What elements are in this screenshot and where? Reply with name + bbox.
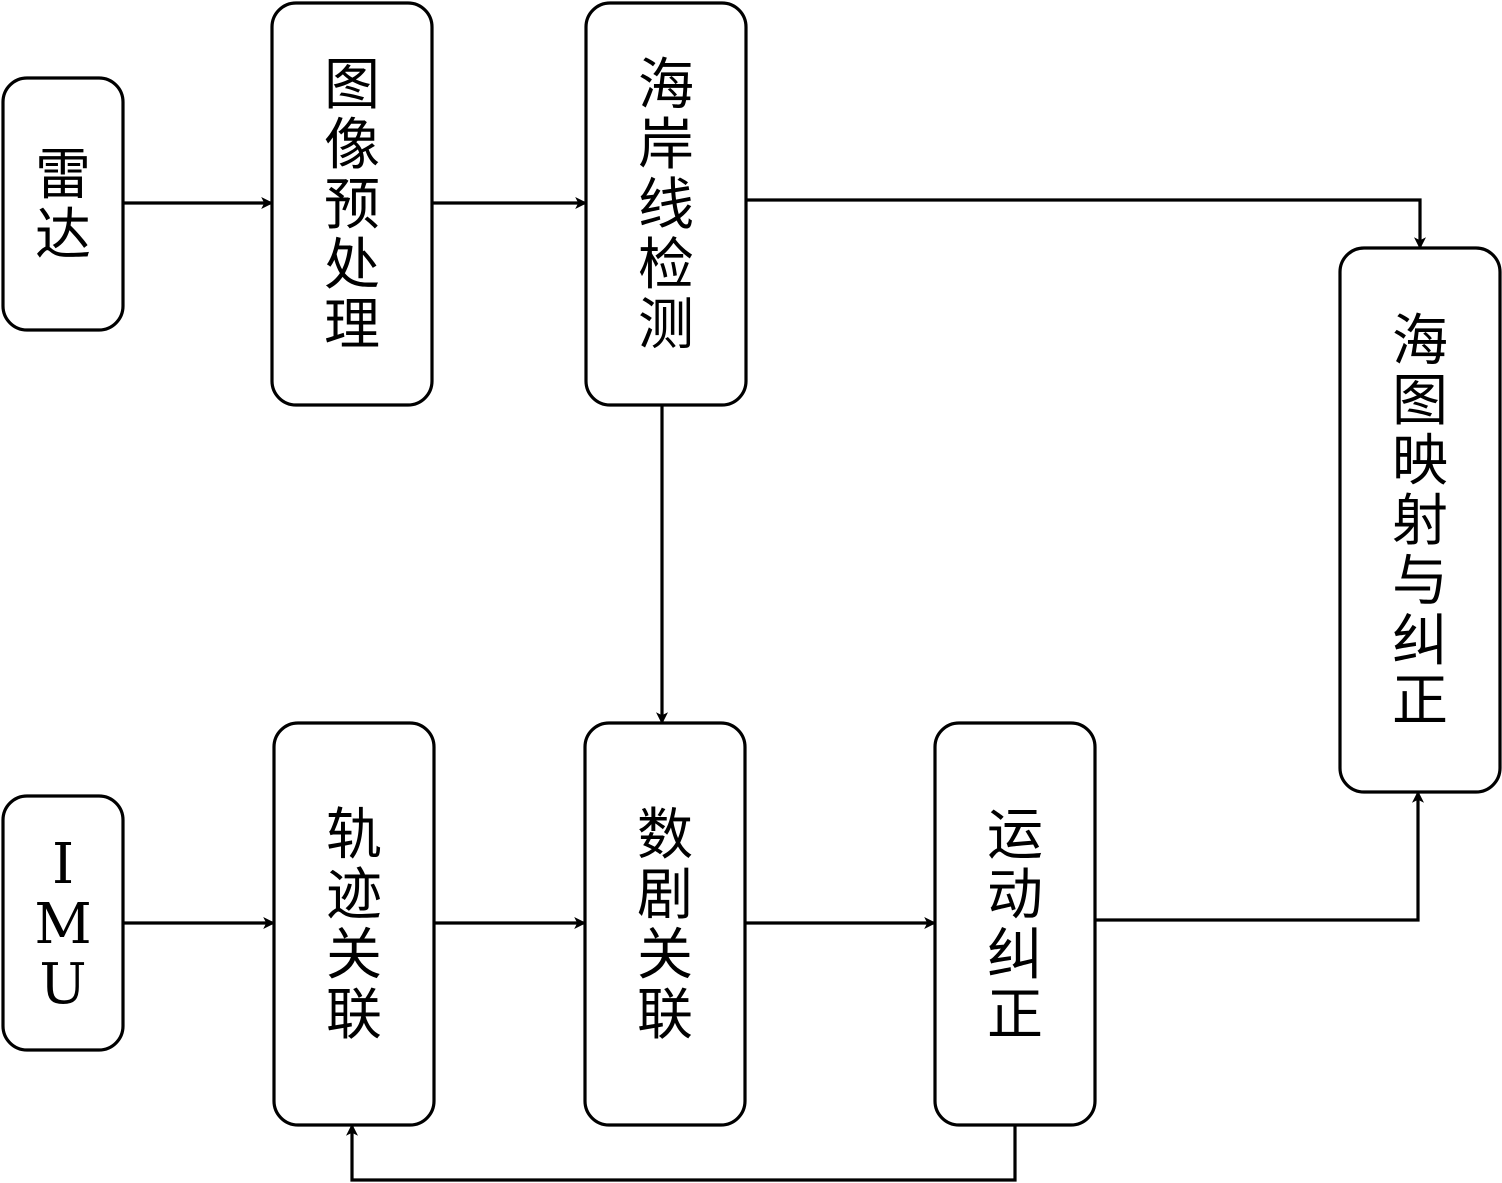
node-label-radar: 雷达 [35,143,91,268]
node-label-chart-mapping: 海图映射与纠正 [1392,309,1448,734]
node-label-preprocess: 图像预处理 [324,53,380,358]
node-preprocess: 图像预处理 [270,1,434,407]
node-box-radar [1,76,125,332]
node-label-track-assoc: 轨迹关联 [326,803,382,1048]
node-box-preprocess [270,1,434,407]
node-box-coastline [584,1,748,407]
node-box-data-assoc [583,721,747,1127]
node-data-assoc: 数剧关联 [583,721,747,1127]
node-chart-mapping: 海图映射与纠正 [1338,246,1502,794]
node-box-track-assoc [272,721,436,1127]
node-box-motion-correct [933,721,1097,1127]
node-label-data-assoc: 数剧关联 [637,803,693,1048]
node-box-imu [1,794,125,1052]
node-motion-correct: 运动纠正 [933,721,1097,1127]
node-track-assoc: 轨迹关联 [272,721,436,1127]
arrow-motion-correct-to-chart-mapping [1095,790,1424,922]
node-radar: 雷达 [1,76,125,332]
edges-layer [123,197,1426,1182]
arrow-coastline-to-chart-mapping [746,198,1426,250]
node-coastline: 海岸线检测 [584,1,748,407]
node-label-motion-correct: 运动纠正 [987,803,1043,1048]
arrow-motion-correct-to-track-assoc [346,1123,1017,1182]
node-label-coastline: 海岸线检测 [638,53,694,358]
node-box-chart-mapping [1338,246,1502,794]
